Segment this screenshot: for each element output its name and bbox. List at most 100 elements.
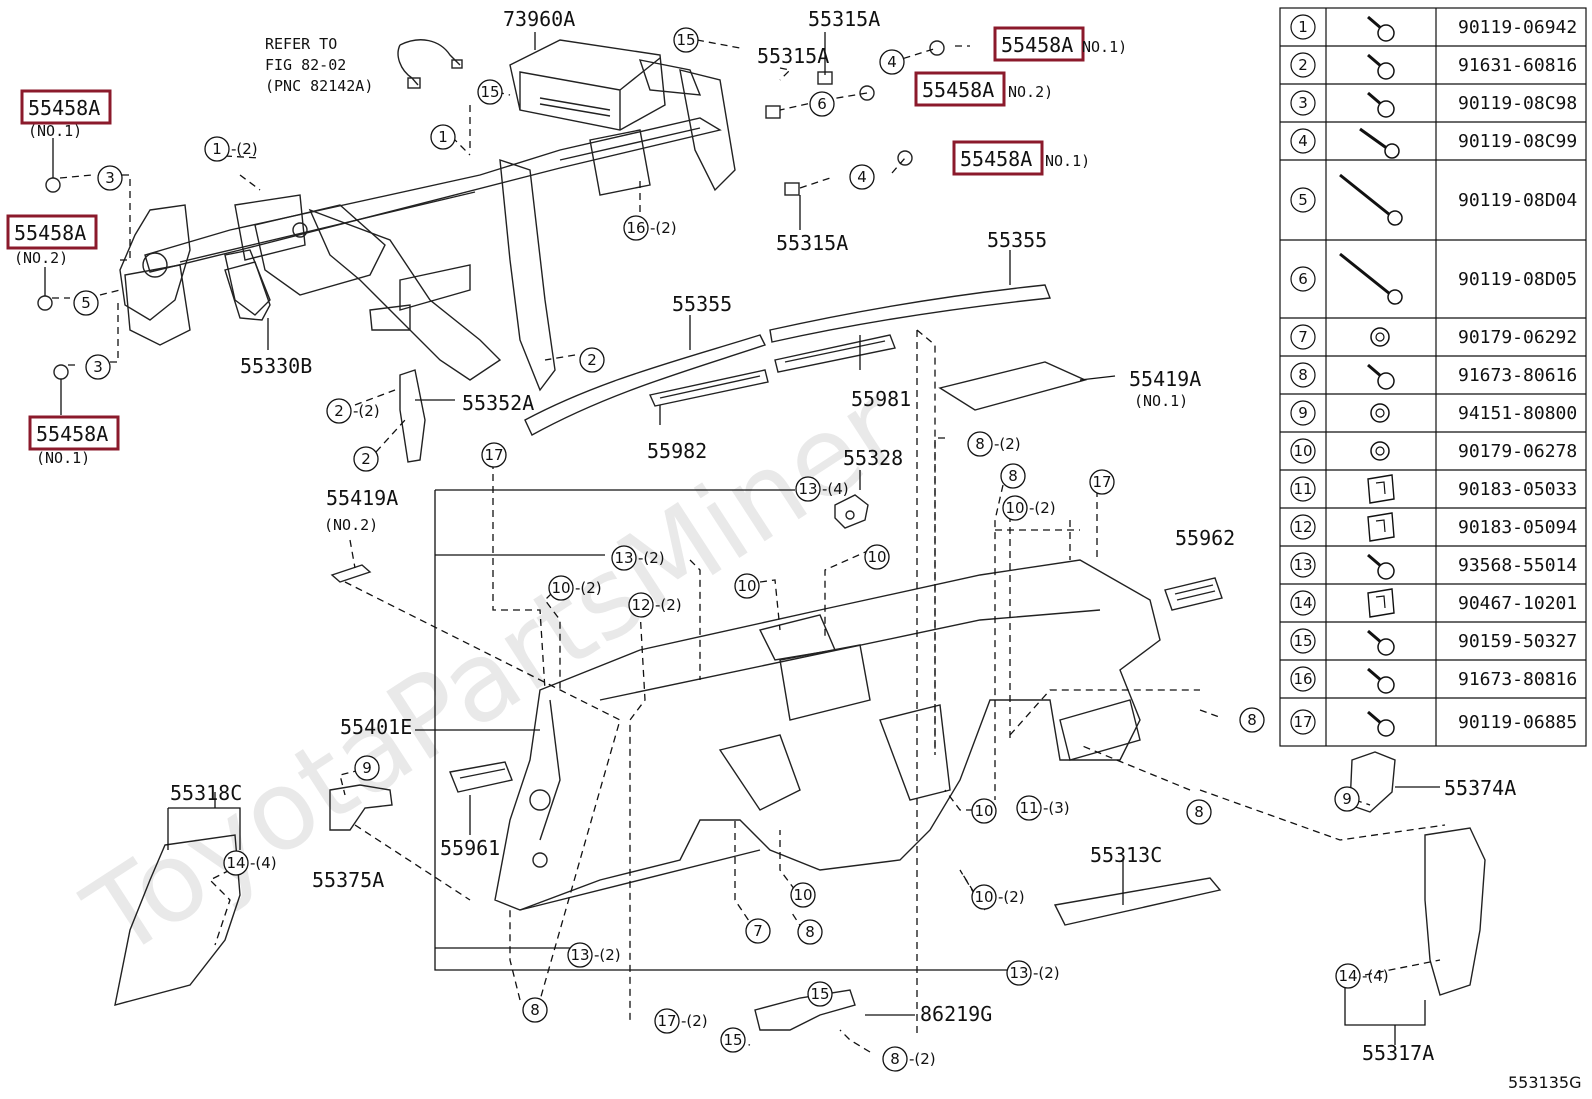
vent-55962-sketch: [1164, 577, 1223, 611]
bubble-number: 15: [676, 31, 695, 49]
bubble-quantity: -(4): [250, 854, 277, 872]
callout-bubble-2: 2: [353, 446, 379, 472]
part-code: 55355: [987, 228, 1047, 252]
callout-55458a: 55458A(NO.1): [20, 89, 112, 140]
part-code: 55458A: [36, 422, 108, 446]
part-note: (NO.2): [324, 516, 378, 534]
row-key-bubble: [1290, 666, 1316, 692]
part-number: 91673-80816: [1458, 669, 1577, 690]
part-note: NO.2): [1008, 83, 1053, 101]
callout-bubble-10: 10-(2): [971, 884, 1025, 910]
parts-table-frame: [1279, 7, 1587, 747]
bubble-number: 10: [974, 888, 993, 906]
callout-bubble-15: 15: [807, 981, 833, 1007]
part-note: (NO.2): [14, 249, 68, 267]
bubble-number: 5: [81, 294, 91, 312]
row-key-bubble: [1290, 52, 1316, 78]
bubble-number: 16: [626, 219, 645, 237]
callout-bubble-17: 17: [481, 442, 507, 468]
callout-55352a: 55352A: [462, 391, 534, 415]
bubble-number: 13: [570, 946, 589, 964]
part-number: 90119-08D04: [1458, 190, 1577, 211]
fastener-icon: [1370, 327, 1390, 347]
cover-55317a-sketch: [1424, 827, 1486, 996]
callout-73960a: 73960A: [503, 7, 575, 31]
highlight-box: [6, 214, 98, 250]
part-code: 55374A: [1444, 776, 1516, 800]
part-code: 55375A: [312, 868, 384, 892]
fastener-icon: [1339, 173, 1403, 226]
callout-55419a: 55419A(NO.1): [1129, 367, 1201, 410]
part-code: 55458A: [14, 221, 86, 245]
part-number: 90119-08C98: [1458, 93, 1577, 114]
part-note: NO.1): [1045, 152, 1090, 170]
callout-bubble-12: 12-(2): [628, 592, 682, 618]
part-code: 86219G: [920, 1002, 992, 1026]
row-key-bubble: [1290, 128, 1316, 154]
row-key-bubble: [1290, 476, 1316, 502]
bubble-quantity: -(2): [909, 1050, 936, 1068]
callout-bubble-1: 1-(2): [204, 136, 258, 162]
part-number: 90183-05033: [1458, 479, 1577, 500]
callout-bubble-4: 4: [849, 164, 875, 190]
bubble-number: 3: [105, 169, 115, 187]
bubble-number: 12: [631, 596, 650, 614]
bubble-number: 8: [1247, 711, 1257, 729]
bubble-number: 4: [857, 168, 867, 186]
sensor-sketch: [834, 494, 869, 529]
part-number: 90467-10201: [1458, 593, 1577, 614]
part-number: 90159-50327: [1458, 631, 1577, 652]
callout-55317a: 55317A: [1362, 1041, 1434, 1065]
callout-bubble-13: 13-(4): [795, 476, 849, 502]
bubble-number: 8: [530, 1001, 540, 1019]
reference-note-line-2: FIG 82-02: [265, 56, 346, 74]
bubble-number: 9: [1342, 790, 1352, 808]
brace-55330b-sketch: [224, 261, 271, 321]
callout-bubble-3: 3: [97, 165, 123, 191]
bubble-number: 15: [810, 985, 829, 1003]
highlight-box: [993, 26, 1085, 62]
highlight-box: [914, 71, 1006, 107]
bubble-number: 15: [480, 83, 499, 101]
part-code: 55313C: [1090, 843, 1162, 867]
table-row: 15 90159-50327: [1280, 621, 1586, 656]
row-key: 15: [1293, 632, 1312, 650]
row-key-bubble: [1290, 14, 1316, 40]
callout-55330b: 55330B: [240, 354, 312, 378]
row-key-bubble: [1290, 90, 1316, 116]
bubble-number: 17: [1092, 473, 1111, 491]
bubble-number: 13: [1009, 964, 1028, 982]
instrument-panel-sketch: [494, 559, 1161, 911]
row-key-bubble: [1290, 400, 1316, 426]
part-number: 90179-06278: [1458, 441, 1577, 462]
row-key-bubble: [1290, 628, 1316, 654]
fastener-icon: [1339, 252, 1403, 305]
callout-55375a: 55375A: [312, 868, 384, 892]
wire-sketch: [397, 39, 463, 89]
highlight-box: [952, 140, 1044, 176]
highlight-box: [28, 415, 120, 451]
bubble-number: 13: [614, 549, 633, 567]
callout-bubble-4: 4: [879, 49, 905, 75]
callout-55401e: 55401E: [340, 715, 412, 739]
callout-55374a: 55374A: [1444, 776, 1516, 800]
callout-bubble-6: 6: [809, 91, 835, 117]
part-code: 55317A: [1362, 1041, 1434, 1065]
fastener-icon: [1370, 403, 1390, 423]
bubble-number: 1: [438, 128, 448, 146]
callout-bubble-17: 17: [1089, 469, 1115, 495]
bubble-number: 10: [867, 548, 886, 566]
callout-bubble-8: 8: [1239, 707, 1265, 733]
callout-bubble-16: 16-(2): [623, 215, 677, 241]
callout-bubble-10: 10: [734, 573, 760, 599]
callout-bubble-10: 10: [790, 882, 816, 908]
